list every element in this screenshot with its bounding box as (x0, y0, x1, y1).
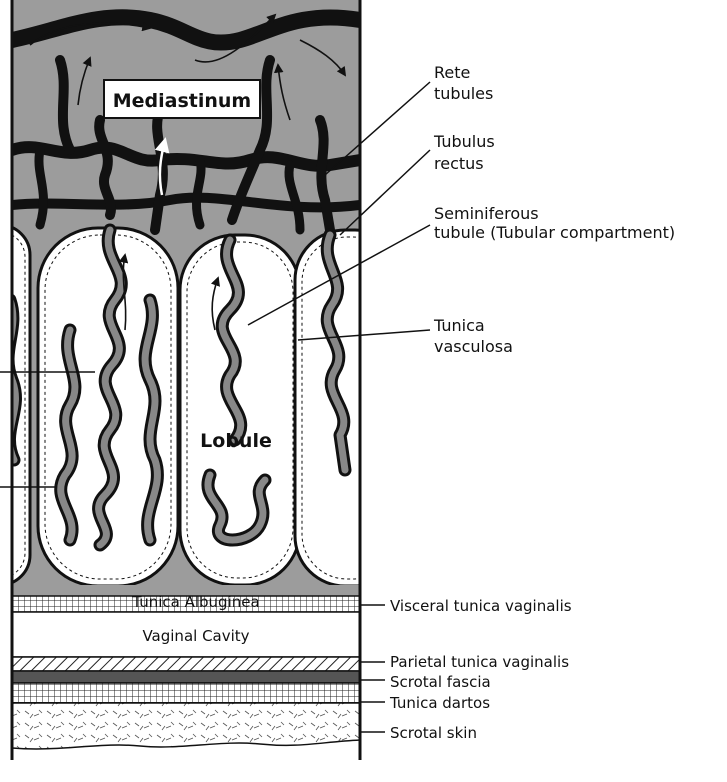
rete-label-1: Rete (434, 63, 470, 82)
tubulus-label-1: Tubulus (433, 132, 495, 151)
scrotal-skin-label: Scrotal skin (390, 724, 477, 742)
tunica-dartos-label: Tunica dartos (389, 694, 490, 712)
tunica-vasculosa-label-1: Tunica (433, 316, 485, 335)
leader-lines (0, 81, 431, 733)
parietal-layer-band (12, 656, 360, 672)
white-flow-arrow (154, 137, 170, 196)
lobule-flow-arrows (118, 253, 220, 331)
visceral-label: Visceral tunica vaginalis (390, 597, 572, 615)
mediastinum-box (103, 79, 261, 119)
parietal-label: Parietal tunica vaginalis (390, 653, 569, 671)
tunica-dartos-band (12, 682, 360, 704)
flow-arrows-black (29, 13, 347, 121)
vaginal-cavity-label: Vaginal Cavity (142, 627, 249, 645)
vaginal-cavity-band (12, 611, 360, 658)
lobule-label: Lobule (200, 430, 272, 452)
tunica-vasculosa-label-2: vasculosa (434, 337, 513, 356)
rete-label-2: tubules (434, 84, 493, 103)
tunica-albuginea-label: Tunica Albuginea (131, 593, 259, 611)
scrotal-skin-band (12, 702, 360, 750)
scrotal-fascia-label: Scrotal fascia (390, 673, 491, 691)
tubulus-label-2: rectus (434, 154, 484, 173)
seminiferous-label-2: tubule (Tubular compartment) (434, 223, 675, 242)
mediastinum-label: Mediastinum (113, 90, 251, 112)
seminiferous-label-1: Seminiferous (434, 204, 539, 223)
scrotal-fascia-band (12, 670, 360, 684)
